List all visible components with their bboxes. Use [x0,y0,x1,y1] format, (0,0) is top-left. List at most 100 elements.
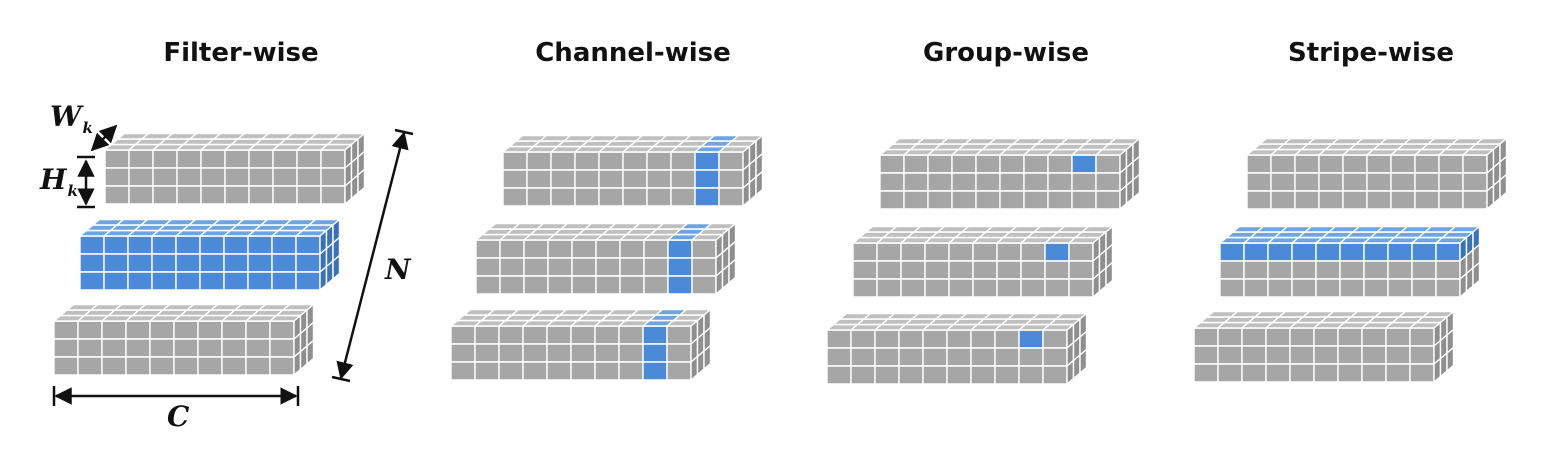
block-front-cell [221,338,247,358]
block-front-cell [296,167,322,187]
block-front-cell [667,257,693,277]
block-front-cell [1095,190,1121,210]
block-front-cell [1390,190,1416,210]
block-front-cell [248,185,274,205]
block-front-cell [666,343,692,363]
block-front-cell [999,154,1025,174]
block-front-cell [320,167,346,187]
block-front-cell [1411,260,1437,280]
block-front-cell [320,185,346,205]
block-front-cell [946,347,972,367]
block-front-cell [666,325,692,345]
block-front-cell [646,151,672,171]
block-front-cell [1435,260,1461,280]
block-front-cell [245,338,271,358]
block-front-cell [595,275,621,295]
width-label: Wk [50,100,93,137]
block-front-cell [502,169,528,189]
block-front-cell [1438,190,1464,210]
block-front-cell [1313,327,1339,347]
block-front-cell [523,275,549,295]
block-front-cell [1385,345,1411,365]
block-front-cell [850,365,876,385]
block-side-cell [1079,347,1088,375]
block-front-cell [1023,172,1049,192]
block-front-cell [718,169,744,189]
block-front-cell [224,185,250,205]
block-front-cell [1047,190,1073,210]
block-front-cell [1068,260,1094,280]
block-front-cell [1047,172,1073,192]
block-front-cell [903,154,929,174]
block-front-cell [618,343,644,363]
block-front-cell [903,172,929,192]
block-front-cell [594,361,620,381]
block-front-cell [951,172,977,192]
block-front-cell [200,149,226,169]
block-front-cell [691,257,717,277]
block-front-cell [718,187,744,207]
block-front-cell [1339,260,1365,280]
block-front-cell [475,275,501,295]
block-front-cell [1387,260,1413,280]
block-front-cell [924,242,950,262]
block-front-cell [176,149,202,169]
block-front-cell [295,253,321,273]
block-front-cell [1342,154,1368,174]
block-front-cell [1390,172,1416,192]
block-front-cell [1217,345,1243,365]
block-front-cell [197,338,223,358]
block-front-cell [598,151,624,171]
block-front-cell [498,343,524,363]
block-front-cell [1414,172,1440,192]
block-front-cell [922,329,948,349]
block-front-cell [879,190,905,210]
block-front-cell [245,356,271,376]
block-front-cell [296,185,322,205]
block-front-cell [1267,242,1293,262]
block-side-cell [703,343,712,371]
block-front-cell [173,320,199,340]
block-front-cell [972,242,998,262]
block-front-cell [1095,154,1121,174]
block-front-cell [546,343,572,363]
block-front-cell [1241,345,1267,365]
block-front-cell [922,365,948,385]
block-front-cell [79,271,105,291]
block-front-cell [850,347,876,367]
block-front-cell [1411,242,1437,262]
block-front-cell [900,260,926,280]
block-front-cell [546,361,572,381]
block-front-cell [1291,278,1317,298]
block-side-cell [1499,172,1508,200]
block-front-cell [948,278,974,298]
block-front-cell [948,260,974,280]
block-front-cell [152,167,178,187]
block-front-cell [1414,190,1440,210]
block-front-cell [1342,172,1368,192]
block-front-cell [571,239,597,259]
block-front-cell [1411,278,1437,298]
block-front-cell [646,169,672,189]
block-front-cell [999,172,1025,192]
block-front-cell [879,154,905,174]
block-front-cell [1438,172,1464,192]
filters-bar-top [394,128,414,136]
block-front-cell [1385,327,1411,347]
block-front-cell [269,338,295,358]
block-front-cell [574,187,600,207]
block-front-cell [874,365,900,385]
block-front-cell [850,329,876,349]
block-front-cell [924,260,950,280]
block-front-cell [128,167,154,187]
block-front-cell [1291,260,1317,280]
block-front-cell [295,235,321,255]
block-front-cell [245,320,271,340]
block-front-cell [1068,278,1094,298]
block-front-cell [1409,327,1435,347]
block-front-cell [694,151,720,171]
block-front-cell [151,253,177,273]
height-label: Hk [40,163,78,200]
block-front-cell [1217,327,1243,347]
block-front-cell [946,365,972,385]
